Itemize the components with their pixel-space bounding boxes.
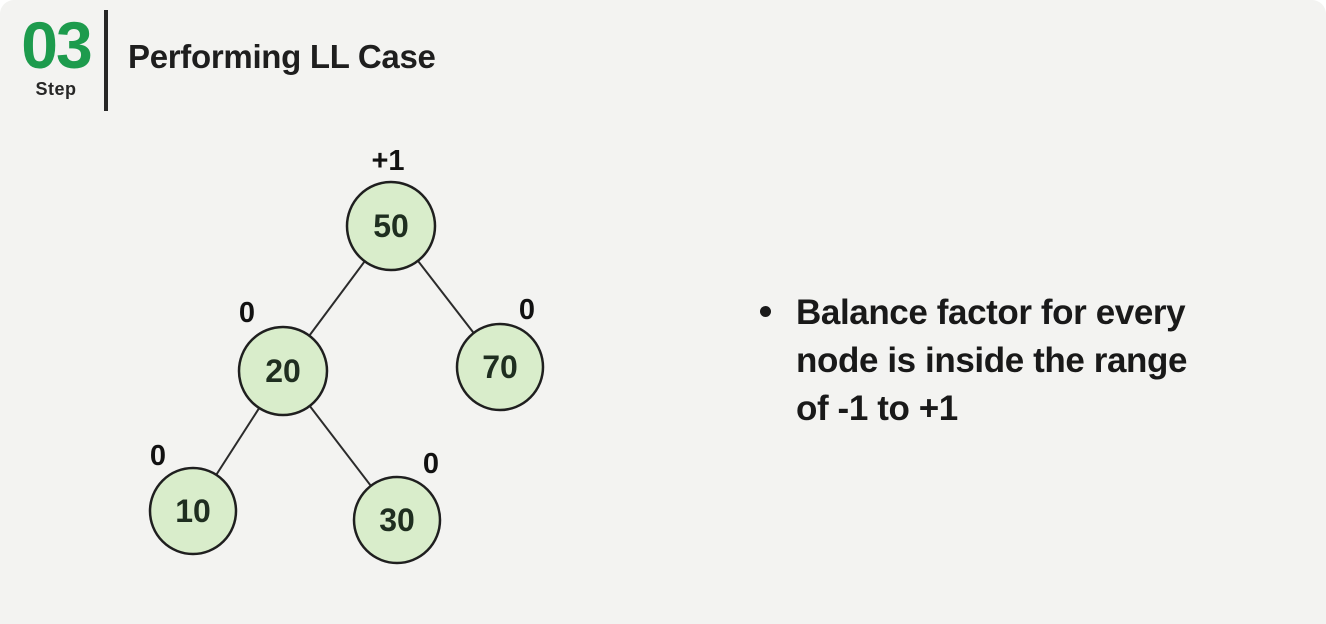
bullet-text: Balance factor for every node is inside … [796, 289, 1187, 433]
bullet-text-line: node is inside the range [796, 341, 1188, 380]
node-circle [345, 180, 437, 272]
node-circle [352, 475, 442, 565]
tree-node-root: 50 +1 [345, 145, 437, 272]
balance-factor-label: 0 [239, 297, 255, 329]
step-label: Step [35, 79, 77, 99]
node-circle [148, 466, 238, 556]
slide-title: Performing LL Case [128, 38, 436, 75]
header-divider [104, 10, 108, 111]
step-block: 03 Step [16, 12, 96, 100]
tree-node-left-left: 10 0 [148, 440, 238, 556]
bullet-dot-icon [760, 306, 771, 317]
tree-node-left: 20 0 [237, 297, 329, 417]
bullet-text-line: of -1 to +1 [796, 389, 958, 428]
bullet-text-line: Balance factor for every [796, 293, 1186, 332]
balance-factor-label: 0 [150, 440, 166, 472]
node-circle [455, 322, 545, 412]
tree-node-right: 70 0 [455, 294, 545, 412]
balance-factor-label: 0 [519, 294, 535, 326]
node-circle [237, 325, 329, 417]
balance-factor-label: +1 [371, 145, 404, 177]
node-value: 10 [175, 493, 211, 529]
node-value: 70 [482, 349, 518, 385]
node-value: 50 [373, 208, 409, 244]
node-value: 20 [265, 353, 301, 389]
tree-node-left-right: 30 0 [352, 448, 442, 565]
balance-factor-label: 0 [423, 448, 439, 480]
notes-bullet-item: Balance factor for every node is inside … [760, 289, 1280, 433]
node-value: 30 [379, 502, 415, 538]
step-number: 03 [21, 8, 92, 82]
